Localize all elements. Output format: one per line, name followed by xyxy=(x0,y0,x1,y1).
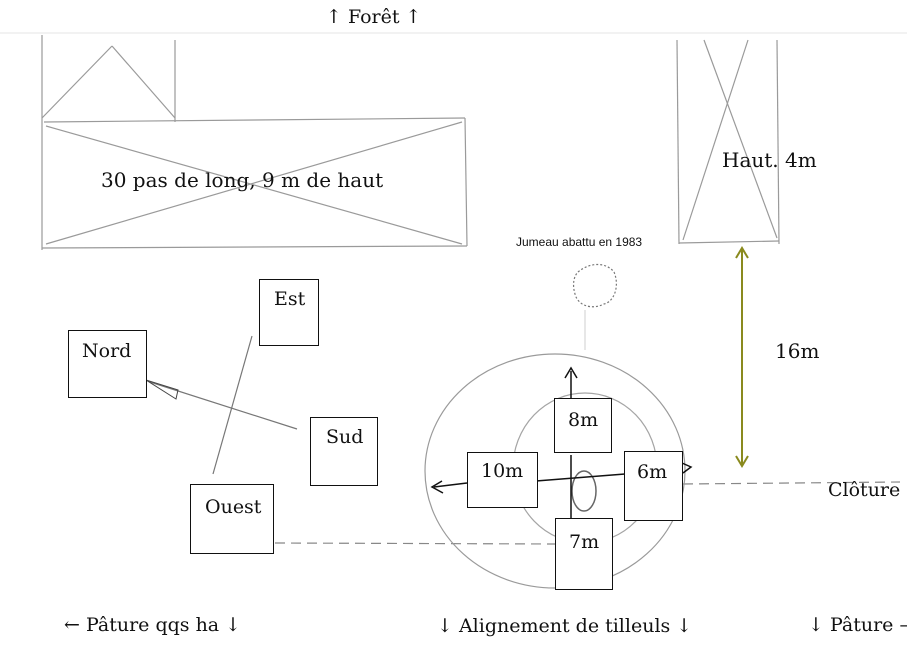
label-sud: Sud xyxy=(326,426,364,448)
compass-line-est-ouest xyxy=(212,335,253,475)
compass-line-nord-sud xyxy=(149,381,298,430)
label-tree-north: 8m xyxy=(568,409,599,431)
shed-sketch xyxy=(676,39,780,245)
felled-twin-outline xyxy=(572,263,617,308)
label-linden-row: ↓ Alignement de tilleuls ↓ xyxy=(437,615,693,637)
label-ouest: Ouest xyxy=(205,496,262,518)
label-nord: Nord xyxy=(82,340,132,362)
tree-radius-arrows xyxy=(430,366,693,520)
compass-box-est xyxy=(259,279,319,346)
tree-box-north xyxy=(554,398,612,453)
compass-box-ouest xyxy=(190,484,274,554)
label-barn: 30 pas de long, 9 m de haut xyxy=(101,168,384,192)
label-pasture-left: ← Pâture qqs ha ↓ xyxy=(64,614,242,636)
label-felled-twin: Jumeau abattu en 1983 xyxy=(516,235,643,249)
tree-box-east xyxy=(624,451,683,521)
label-est: Est xyxy=(274,288,306,310)
label-tree-east: 6m xyxy=(637,461,668,483)
compass-box-nord xyxy=(68,330,147,398)
label-forest: ↑ Forêt ↑ xyxy=(326,6,422,28)
tree-box-west xyxy=(467,452,538,508)
path-line xyxy=(274,542,556,545)
label-tree-south: 7m xyxy=(569,531,600,553)
barn-sketch xyxy=(41,35,468,250)
label-gap-16m: 16m xyxy=(775,339,820,363)
label-fence: Clôture xyxy=(828,479,901,501)
label-pasture-right: ↓ Pâture — xyxy=(808,614,907,636)
tree-box-south xyxy=(555,518,613,590)
compass-box-sud xyxy=(310,417,378,486)
measure-arrow-16m xyxy=(735,246,749,468)
label-tree-west: 10m xyxy=(481,460,524,482)
trunk-outline xyxy=(571,470,597,512)
label-shed: Haut. 4m xyxy=(722,148,817,172)
fence-line xyxy=(682,481,901,485)
compass-pointer xyxy=(145,379,179,400)
